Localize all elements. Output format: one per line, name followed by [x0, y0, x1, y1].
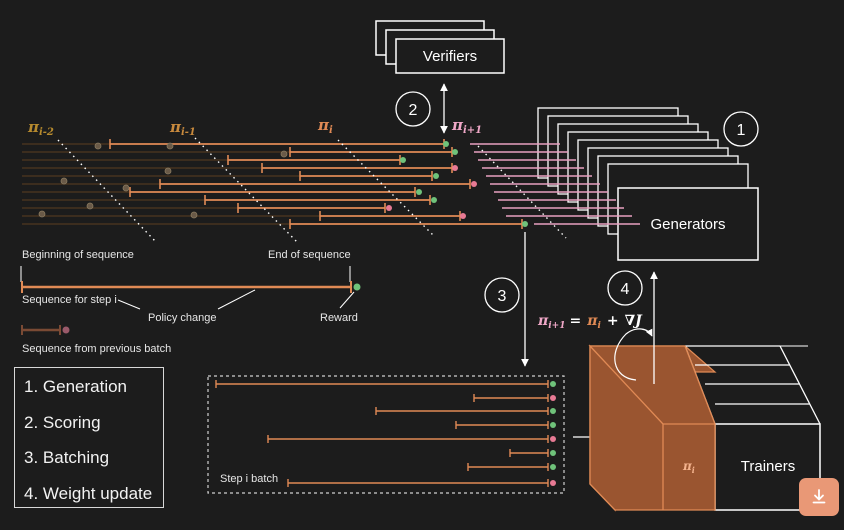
batch-sequence-lines: [215, 380, 556, 487]
legend-batching: 3. Batching: [24, 448, 110, 467]
trainer-pi-label: πi: [682, 459, 695, 475]
trainers-label: Trainers: [741, 458, 795, 475]
steps-legend: 1. Generation 2. Scoring 3. Batching 4. …: [14, 367, 164, 508]
download-button[interactable]: [799, 478, 839, 516]
trainers-block: Trainers πi: [588, 344, 821, 512]
policy-change-label: Policy change: [148, 312, 217, 324]
update-loop-arrow: [614, 328, 653, 381]
sequence-lines: [22, 139, 640, 229]
policy-boundaries: [57, 137, 567, 243]
update-formula: πi+1=πi+∇J: [537, 313, 643, 331]
pi-i-plus-1-label: πi+1: [451, 116, 482, 136]
step-2-circle: 2: [395, 91, 431, 127]
legend-weight-update: 4. Weight update: [24, 484, 153, 503]
reward-label: Reward: [320, 312, 358, 324]
step-3-circle: 3: [484, 277, 520, 313]
verifiers-stack: Verifiers: [375, 20, 505, 74]
pi-i-minus-1-label: πi-1: [169, 118, 196, 138]
svg-text:4: 4: [621, 281, 630, 298]
step-batch-box: [207, 375, 565, 494]
svg-text:2: 2: [409, 102, 418, 119]
legend-scoring: 2. Scoring: [24, 413, 101, 432]
legend-generation: 1. Generation: [24, 377, 128, 396]
step-batch-label: Step i batch: [220, 473, 278, 485]
end-of-sequence-label: End of sequence: [268, 249, 351, 261]
sequence-prev-batch-label: Sequence from previous batch: [22, 343, 171, 355]
verifiers-label: Verifiers: [423, 48, 477, 65]
pi-i-label: πi: [317, 116, 333, 136]
step-4-circle: 4: [607, 270, 643, 306]
svg-text:3: 3: [498, 288, 507, 305]
generators-label: Generators: [650, 216, 725, 233]
beginning-of-sequence-label: Beginning of sequence: [22, 249, 134, 261]
pi-i-minus-2-label: πi-2: [27, 118, 54, 138]
sequence-legend: Beginning of sequence End of sequence Se…: [20, 249, 361, 355]
step-1-circle: 1: [723, 111, 759, 147]
reward-dot: [353, 283, 361, 291]
sequence-for-step-label: Sequence for step i: [22, 294, 117, 306]
generators-stack: Generators: [537, 107, 759, 261]
download-icon: [812, 489, 826, 504]
svg-text:1: 1: [737, 122, 746, 139]
